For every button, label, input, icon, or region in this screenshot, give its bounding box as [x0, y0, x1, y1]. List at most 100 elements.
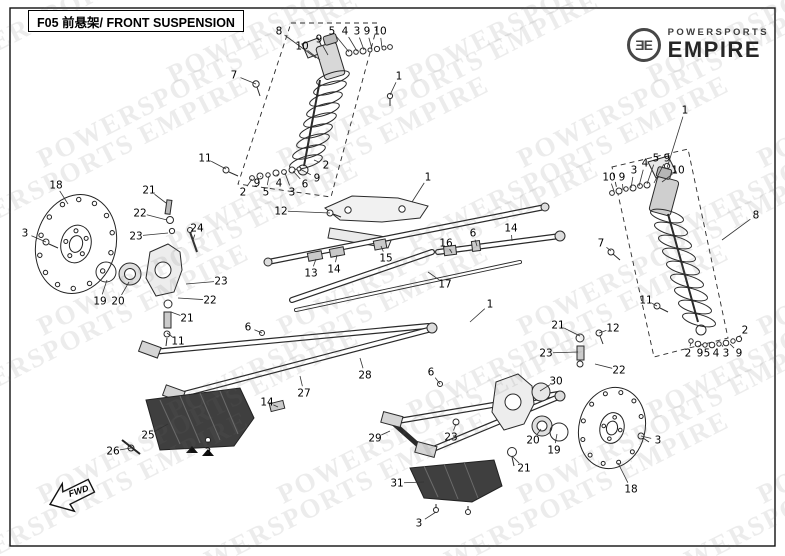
- callout-8: 8: [276, 26, 317, 59]
- callout-10: 10: [295, 41, 321, 61]
- callout-13: 13: [304, 258, 318, 280]
- callout-number: 8: [753, 210, 760, 222]
- callout-3: 3: [721, 344, 730, 360]
- callout-18: 18: [49, 180, 69, 205]
- callout-9: 9: [653, 153, 670, 184]
- callout-26: 26: [106, 446, 132, 458]
- callout-number: 3: [289, 187, 296, 199]
- callout-number: 20: [526, 435, 539, 447]
- callout-number: 22: [133, 208, 146, 220]
- callout-10: 10: [661, 165, 685, 183]
- callout-9: 9: [364, 26, 373, 50]
- callout-number: 5: [653, 153, 660, 165]
- callout-number: 9: [364, 26, 371, 38]
- diagram-title-box: F05 前悬架/ FRONT SUSPENSION: [28, 10, 244, 32]
- callout-number: 14: [327, 264, 341, 276]
- callout-3: 3: [354, 26, 365, 51]
- callout-number: 23: [444, 432, 457, 444]
- callout-number: 1: [396, 71, 403, 83]
- callout-9: 9: [299, 168, 321, 185]
- callout-6: 6: [470, 228, 478, 247]
- callout-number: 11: [171, 336, 184, 348]
- callout-4: 4: [276, 173, 283, 190]
- callout-number: 5: [329, 26, 336, 38]
- callout-number: 12: [274, 206, 287, 218]
- callout-10: 10: [373, 26, 387, 49]
- callout-number: 2: [323, 160, 330, 172]
- callout-7: 7: [231, 70, 257, 85]
- callout-6: 6: [245, 322, 263, 334]
- callout-1: 1: [389, 71, 403, 96]
- left-shock-absorber: [222, 22, 394, 198]
- brand-name-bottom: EMPIRE: [667, 37, 761, 63]
- callout-number: 26: [106, 446, 120, 458]
- callout-9: 9: [254, 175, 262, 190]
- callout-11: 11: [639, 295, 658, 307]
- callout-28: 28: [358, 357, 372, 382]
- callout-number: 23: [214, 276, 227, 288]
- callout-number: 12: [606, 323, 619, 335]
- callout-number: 6: [428, 367, 435, 379]
- callout-1: 1: [411, 172, 432, 203]
- callout-number: 4: [276, 178, 283, 190]
- callout-number: 3: [631, 165, 638, 177]
- callout-number: 28: [358, 370, 371, 382]
- callout-number: 1: [425, 172, 432, 184]
- callout-20: 20: [526, 428, 542, 447]
- callout-21: 21: [142, 185, 167, 204]
- callout-number: 23: [129, 231, 142, 243]
- callout-3: 3: [630, 165, 638, 189]
- callout-number: 9: [254, 178, 261, 190]
- callout-21: 21: [551, 320, 581, 337]
- callout-number: 21: [551, 320, 564, 332]
- callout-9: 9: [729, 343, 743, 360]
- callout-number: 9: [314, 173, 321, 185]
- callout-number: 2: [240, 187, 247, 199]
- callout-number: 10: [373, 26, 386, 38]
- callout-14: 14: [260, 397, 279, 409]
- callout-number: 14: [260, 397, 274, 409]
- callout-9: 9: [316, 34, 329, 56]
- callout-number: 6: [302, 179, 309, 191]
- callout-21: 21: [511, 455, 531, 475]
- callout-number: 4: [642, 158, 649, 170]
- callout-11: 11: [166, 332, 185, 348]
- callout-number: 1: [487, 299, 494, 311]
- callout-number: 8: [276, 26, 283, 38]
- callout-number: 3: [205, 447, 212, 459]
- callout-number: 5: [263, 187, 270, 199]
- callout-12: 12: [598, 323, 620, 335]
- callout-number: 6: [470, 228, 477, 240]
- callout-number: 29: [368, 433, 381, 445]
- callout-5: 5: [704, 348, 711, 360]
- callout-6: 6: [292, 170, 309, 191]
- callout-9: 9: [697, 344, 703, 360]
- callout-15: 15: [379, 245, 393, 265]
- callout-number: 10: [295, 41, 308, 53]
- callout-number: 3: [723, 348, 730, 360]
- callout-number: 1: [682, 105, 689, 117]
- callout-number: 18: [624, 484, 637, 496]
- callout-number: 21: [517, 463, 530, 475]
- callout-number: 9: [736, 348, 743, 360]
- callout-number: 22: [612, 365, 625, 377]
- callout-5: 5: [263, 175, 270, 199]
- callout-number: 4: [342, 26, 349, 38]
- callout-5: 5: [329, 26, 350, 53]
- callout-24: 24: [190, 223, 204, 241]
- callout-number: 27: [297, 388, 310, 400]
- callout-31: 31: [390, 478, 425, 490]
- callout-23: 23: [129, 231, 169, 243]
- callout-3: 3: [205, 441, 212, 459]
- callout-number: 7: [231, 70, 238, 82]
- callout-22: 22: [177, 295, 217, 307]
- callout-number: 19: [93, 296, 106, 308]
- callout-number: 3: [354, 26, 361, 38]
- callout-number: 19: [547, 445, 560, 457]
- callout-6: 6: [428, 367, 441, 385]
- empire-logo-icon: ƎE: [626, 28, 661, 62]
- callout-16: 16: [439, 238, 453, 254]
- callout-number: 18: [49, 180, 62, 192]
